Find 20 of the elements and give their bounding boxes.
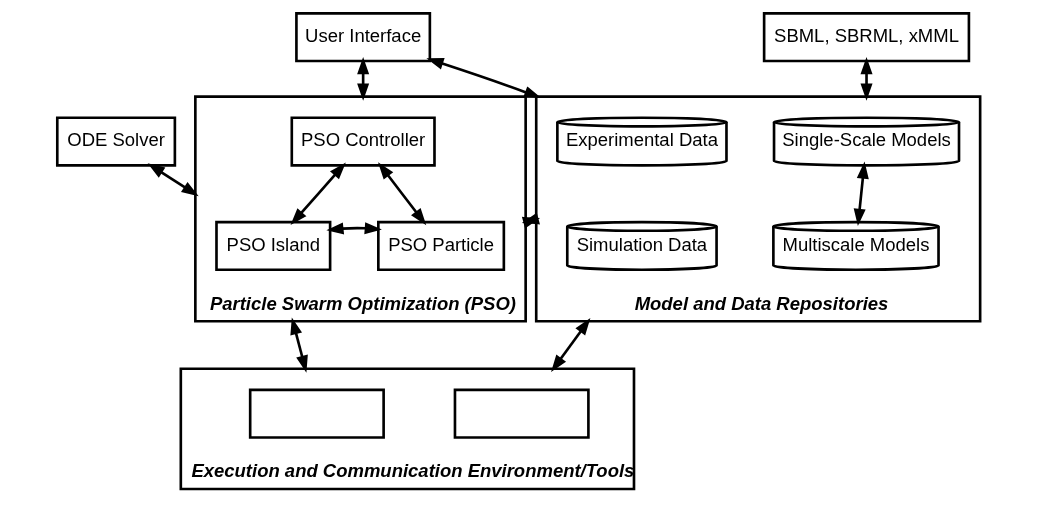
arrow	[551, 318, 591, 373]
arrow	[290, 317, 308, 373]
cluster: Execution and Communication Environment/Tools	[179, 367, 636, 491]
arrow	[860, 57, 873, 101]
arrow	[147, 163, 199, 197]
arrow	[326, 222, 382, 235]
arrow	[290, 162, 346, 226]
node-box	[248, 388, 385, 439]
arrow	[853, 161, 869, 227]
node-box: PSO Island	[215, 220, 332, 272]
node-box: SBML, SBRML, xMML	[762, 12, 971, 63]
arrow	[426, 57, 542, 98]
node-box: User Interface	[295, 12, 432, 63]
arrow	[521, 212, 541, 229]
arrow	[378, 162, 427, 226]
node-box	[453, 388, 590, 439]
node-box: ODE Solver	[55, 116, 177, 167]
arrow	[357, 57, 370, 101]
node-box: PSO Controller	[290, 116, 436, 167]
node-box: PSO Particle	[377, 220, 506, 272]
